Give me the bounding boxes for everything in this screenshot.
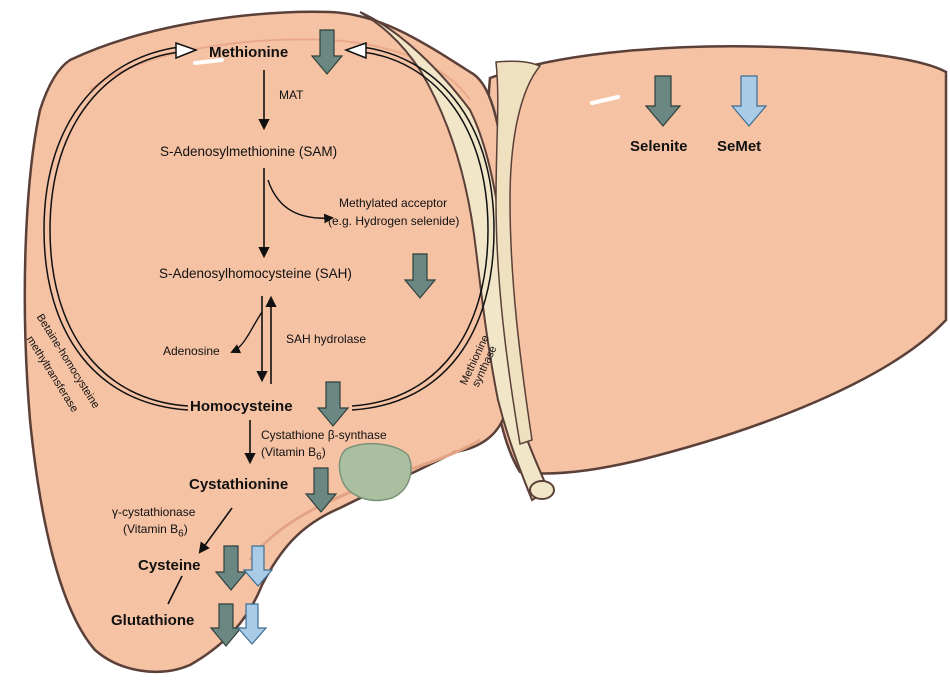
gallbladder: [339, 444, 411, 501]
adenosine-label: Adenosine: [163, 344, 220, 358]
cysteine-label: Cysteine: [138, 557, 201, 574]
selenite-label: Selenite: [630, 138, 688, 155]
sah-label: S-Adenosylhomocysteine (SAH): [159, 266, 352, 281]
ligament-end: [530, 481, 554, 499]
methylated-acceptor-example-label: (e.g. Hydrogen selenide): [328, 214, 459, 228]
methionine-label: Methionine: [209, 44, 288, 61]
liver-right-lobe: [487, 46, 946, 473]
cbs-label: Cystathione β-synthase: [261, 428, 387, 442]
glutathione-label: Glutathione: [111, 612, 194, 629]
homocysteine-label: Homocysteine: [190, 398, 293, 415]
semet-label: SeMet: [717, 138, 761, 155]
sam-label: S-Adenosylmethionine (SAM): [160, 144, 337, 159]
cgl-vitamin-label: (Vitamin B6): [123, 522, 188, 539]
mat-label: MAT: [279, 88, 303, 102]
cgl-label: γ-cystathionase: [112, 505, 195, 519]
methylated-acceptor-label: Methylated acceptor: [339, 196, 447, 210]
cbs-vitamin-label: (Vitamin B6): [261, 445, 326, 462]
sah-hydrolase-label: SAH hydrolase: [286, 332, 366, 346]
cystathionine-label: Cystathionine: [189, 476, 288, 493]
